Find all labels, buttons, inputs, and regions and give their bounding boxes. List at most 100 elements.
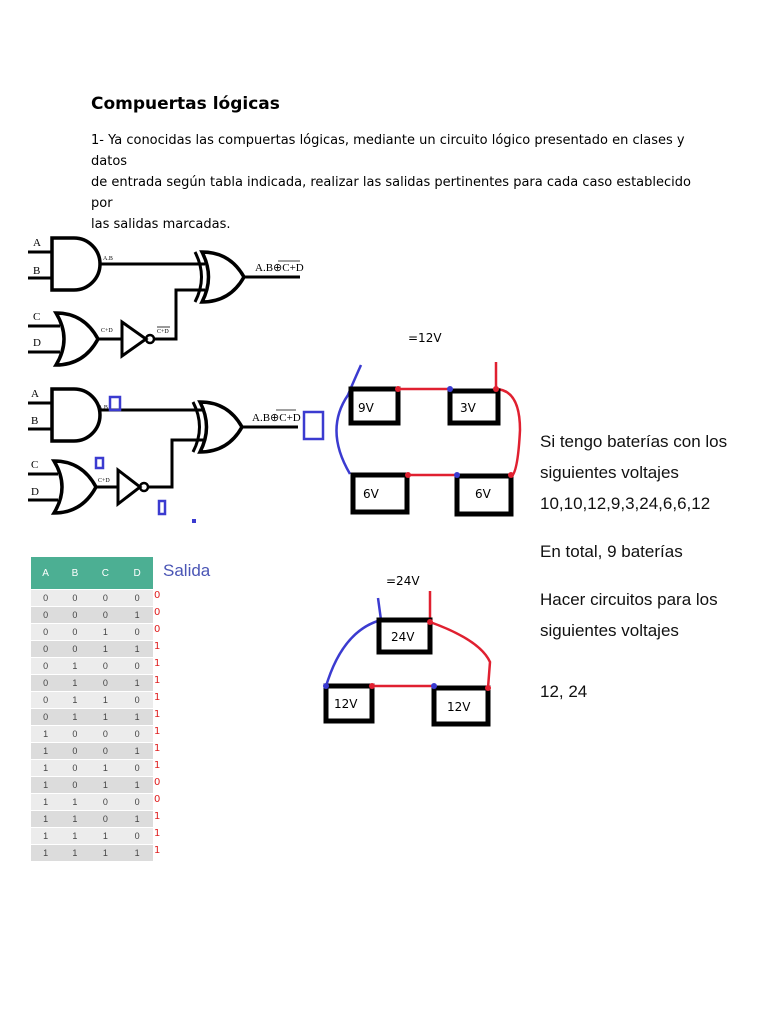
table-cell: 0: [89, 674, 122, 692]
table-cell: 0: [60, 725, 90, 743]
table-cell: 0: [89, 793, 122, 811]
or-output-label: C+D: [101, 328, 113, 334]
xor-gate-icon: [199, 250, 247, 304]
table-cell: 0: [31, 623, 61, 641]
battery-label: 6V: [475, 487, 492, 501]
and-gate-icon: [50, 236, 102, 292]
table-cell: 1: [60, 708, 90, 726]
xor-output-label: A.B⊕C+D: [255, 262, 304, 274]
table-cell: 0: [31, 589, 61, 607]
page-title: Compuertas lógicas: [91, 94, 280, 114]
table-cell: 0: [60, 776, 90, 794]
and-output-label: A.B: [103, 256, 113, 262]
table-cell: 0: [60, 742, 90, 760]
answer-box[interactable]: [157, 499, 167, 516]
side-line: Hacer circuitos para los: [540, 590, 718, 609]
battery-cell: [431, 685, 491, 727]
battery-label: 12V: [334, 697, 358, 711]
table-cell: 0: [60, 759, 90, 777]
table-cell: 1: [121, 640, 153, 658]
table-cell: 0: [89, 742, 122, 760]
table-cell: 1: [31, 810, 61, 828]
output-value: 1: [154, 709, 161, 720]
output-value: 0: [154, 794, 161, 805]
table-cell: 0: [89, 657, 122, 675]
table-cell: 0: [60, 589, 90, 607]
answer-box[interactable]: [108, 395, 122, 412]
output-value: 1: [154, 811, 161, 822]
input-label-b: B: [31, 415, 38, 427]
table-cell: 1: [60, 810, 90, 828]
side-line: Si tengo baterías con los: [540, 432, 728, 451]
table-cell: 0: [89, 606, 122, 624]
battery-label: 9V: [358, 401, 375, 415]
output-value: 1: [154, 675, 161, 686]
or-gate-icon: [50, 459, 98, 515]
intro-line: de entrada según tabla indicada, realiza…: [91, 175, 691, 211]
table-cell: 0: [31, 674, 61, 692]
table-cell: 1: [121, 674, 153, 692]
battery-cell: [447, 388, 501, 426]
battery-label: 6V: [363, 487, 380, 501]
table-cell: 0: [31, 708, 61, 726]
and-gate-icon: [50, 387, 102, 443]
table-cell: 1: [31, 742, 61, 760]
table-cell: 0: [121, 691, 153, 709]
table-cell: 0: [89, 589, 122, 607]
intro-line: 1- Ya conocidas las compuertas lógicas, …: [91, 133, 685, 169]
table-cell: 1: [60, 691, 90, 709]
table-cell: 1: [31, 725, 61, 743]
table-cell: 1: [89, 827, 122, 845]
and-output-label: A.B: [98, 405, 108, 411]
header-cell: D: [121, 557, 153, 590]
or-gate-icon: [52, 311, 100, 367]
not-gate-icon: [116, 466, 143, 508]
table-cell: 1: [89, 844, 122, 861]
total-voltage-label: =12V: [408, 331, 442, 345]
input-label-a: A: [31, 388, 39, 400]
table-cell: 1: [60, 657, 90, 675]
battery-cell: [454, 473, 514, 517]
output-value: 0: [154, 590, 161, 601]
input-label-d: D: [33, 337, 41, 349]
header-cell: C: [89, 557, 122, 590]
output-value: 1: [154, 743, 161, 754]
input-label-c: C: [33, 311, 40, 323]
output-column-header: Salida: [163, 561, 211, 580]
answer-box[interactable]: [94, 456, 105, 470]
output-value: 1: [154, 658, 161, 669]
batteries-total: En total, 9 baterías: [540, 542, 683, 561]
circuits-instruction: Hacer circuitos para los siguientes volt…: [540, 584, 718, 646]
table-cell: 0: [121, 657, 153, 675]
table-cell: 1: [60, 844, 90, 861]
battery-cell: [376, 617, 433, 655]
table-cell: 0: [89, 810, 122, 828]
table-cell: 1: [31, 844, 61, 861]
output-value: 1: [154, 845, 161, 856]
table-cell: 0: [31, 691, 61, 709]
output-value: 0: [154, 607, 161, 618]
table-cell: 1: [89, 623, 122, 641]
table-cell: 1: [121, 742, 153, 760]
batteries-description: Si tengo baterías con los siguientes vol…: [540, 426, 727, 519]
answer-box[interactable]: [302, 410, 325, 441]
table-cell: 0: [121, 623, 153, 641]
not-gate-icon: [120, 319, 149, 359]
not-output-label: C+D: [157, 329, 169, 335]
intro-line: las salidas marcadas.: [91, 217, 231, 232]
table-cell: 0: [121, 793, 153, 811]
table-cell: 1: [89, 708, 122, 726]
header-cell: B: [60, 557, 90, 590]
